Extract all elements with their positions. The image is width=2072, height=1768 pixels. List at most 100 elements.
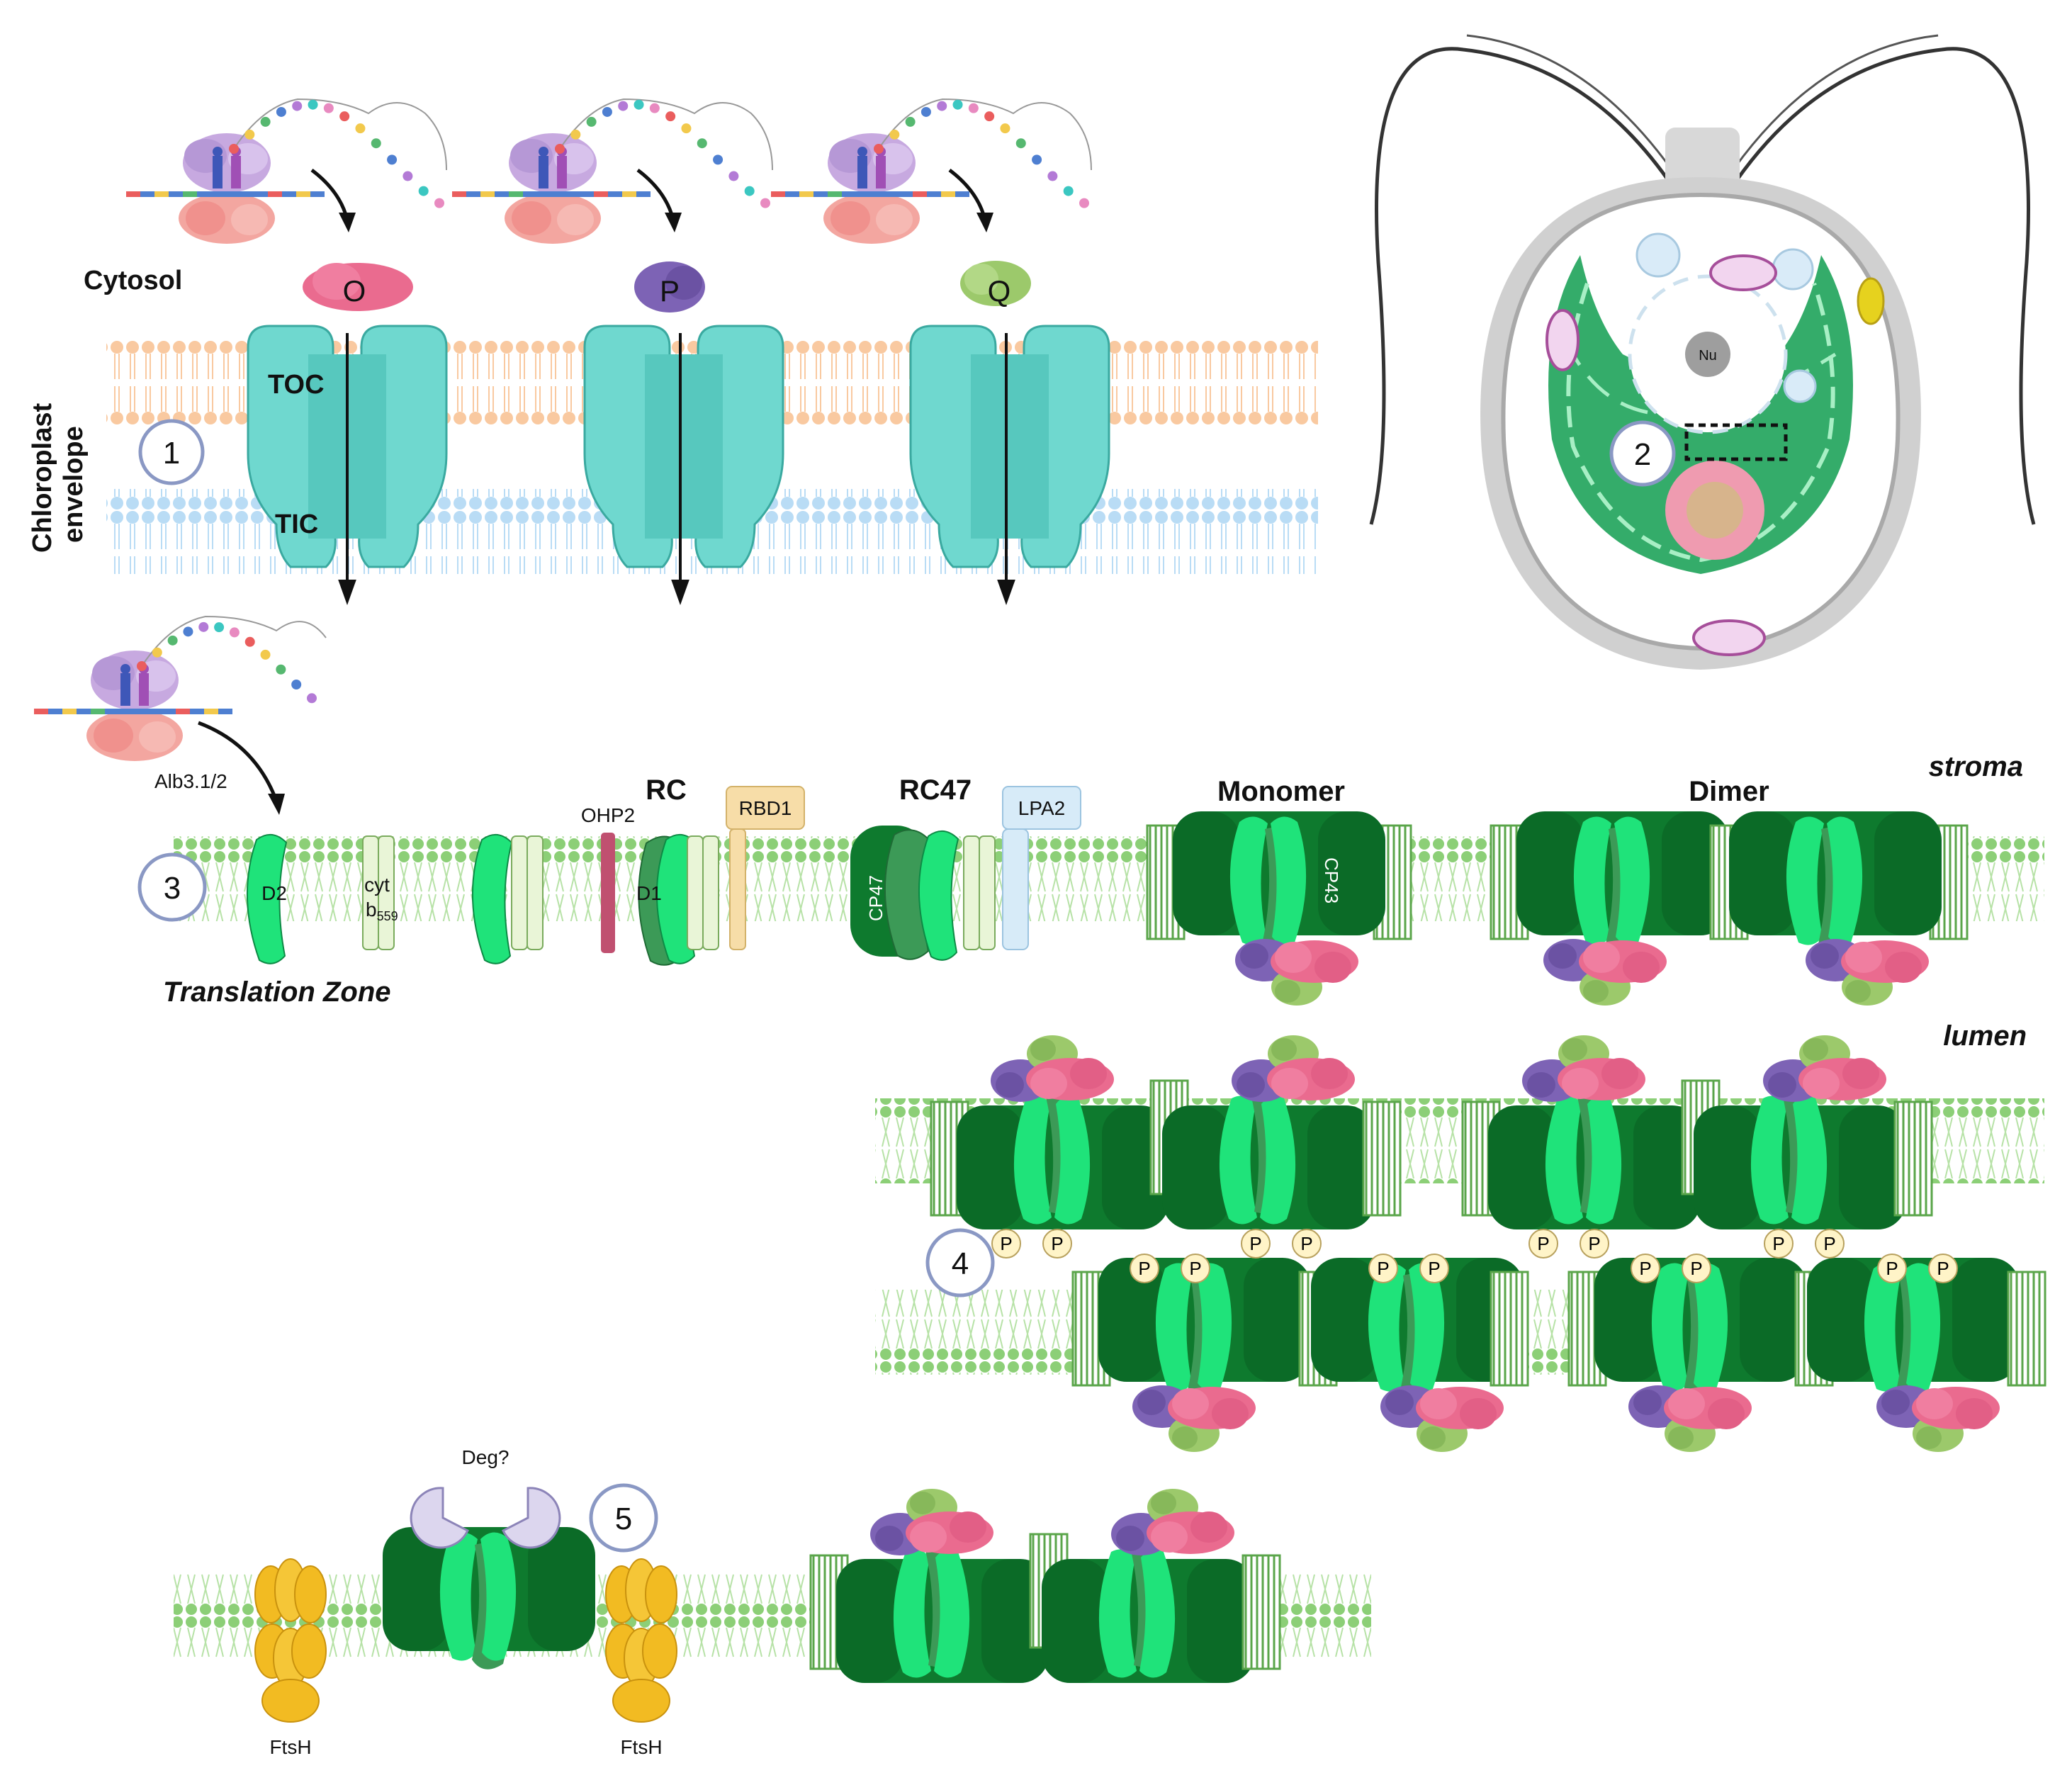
peptide-bead — [586, 116, 597, 127]
peptide-bead — [434, 198, 444, 208]
svg-text:4: 4 — [952, 1246, 969, 1281]
phospho-group-1: P — [991, 1229, 1021, 1259]
precursor-o-label: O — [343, 274, 366, 308]
peptide-bead — [984, 111, 995, 122]
psii-dimer — [1490, 811, 1969, 1006]
monomer-label: Monomer — [1217, 776, 1345, 807]
d2-cyt-b559-complex — [472, 834, 544, 964]
peptide-bead — [183, 626, 193, 637]
peptide-bead — [371, 138, 381, 149]
svg-text:1: 1 — [163, 436, 180, 471]
peptide-bead — [602, 106, 612, 117]
nascent-peptide-chains — [141, 98, 1092, 667]
phospho-label: P — [1937, 1258, 1949, 1279]
peptide-bead — [937, 101, 947, 111]
psii-monomer — [1146, 811, 1412, 1006]
peptide-bead — [260, 649, 271, 660]
phospho-group-6: P — [1580, 1229, 1609, 1259]
phospho-label: P — [1886, 1258, 1898, 1279]
peptide-bead — [920, 106, 931, 117]
step-3-badge: 3 — [137, 852, 207, 922]
peptide-bead — [214, 622, 225, 633]
peptide-bead — [618, 101, 629, 111]
svg-text:2: 2 — [1634, 437, 1651, 472]
phospho-label: P — [1690, 1258, 1702, 1279]
phospho-label: P — [1588, 1233, 1600, 1254]
stroma-label: stroma — [1929, 751, 2023, 782]
rc47-complex — [850, 826, 996, 961]
d2-protein — [247, 834, 288, 964]
deg-label: Deg? — [462, 1446, 509, 1468]
peptide-bead — [198, 621, 209, 632]
peptide-bead — [728, 171, 739, 181]
arrowheads — [268, 213, 993, 815]
phospho-group-12: P — [1419, 1254, 1449, 1283]
lumen-label: lumen — [1943, 1020, 2027, 1052]
cyt-b559 — [362, 835, 395, 950]
peptide-bead — [760, 198, 770, 208]
peptide-bead — [244, 636, 255, 647]
peptide-bead — [292, 101, 303, 111]
peptide-bead — [697, 138, 707, 149]
toc-tic-transporter-3 — [909, 325, 1110, 568]
nucleus-label: Nu — [1699, 348, 1717, 364]
peptide-bead — [905, 116, 916, 127]
ftsh-label-2: FtsH — [620, 1736, 662, 1758]
phospho-label: P — [1377, 1258, 1389, 1279]
phospho-group-16: P — [1928, 1254, 1958, 1283]
phospho-label: P — [1300, 1233, 1312, 1254]
cp47-label: CP47 — [865, 875, 886, 921]
peptide-bead — [308, 99, 318, 110]
d1-label: D1 — [636, 882, 662, 904]
phospho-label: P — [1537, 1233, 1549, 1254]
precursor-p-label: P — [660, 274, 680, 308]
phospho-group-2: P — [1042, 1229, 1072, 1259]
phospho-group-10: P — [1181, 1254, 1210, 1283]
peptide-bead — [276, 664, 286, 675]
peptide-bead — [260, 116, 271, 127]
phospho-label: P — [1138, 1258, 1150, 1279]
peptide-bead — [1079, 198, 1089, 208]
translation-zone-label: Translation Zone — [163, 976, 391, 1008]
cytosol-label: Cytosol — [84, 266, 182, 295]
peptide-bead — [307, 693, 317, 704]
phospho-label: P — [1639, 1258, 1651, 1279]
rc47-label: RC47 — [899, 775, 972, 806]
peptide-bead — [229, 144, 239, 154]
d2-label: D2 — [261, 882, 287, 904]
phospho-group-9: P — [1130, 1254, 1159, 1283]
precursor-q — [960, 261, 1031, 306]
peptide-bead — [570, 129, 581, 140]
step-1-badge: 1 — [138, 419, 205, 485]
phospho-group-14: P — [1682, 1254, 1711, 1283]
precursor-p — [634, 261, 705, 313]
dimer-label: Dimer — [1689, 776, 1769, 807]
ftsh-label-1: FtsH — [269, 1736, 311, 1758]
cytosolic-ribosome-4 — [34, 651, 232, 761]
peptide-beads — [137, 99, 1089, 704]
cyt-b-label: b559 — [366, 899, 398, 923]
phospho-group-13: P — [1631, 1254, 1660, 1283]
step-4-badge: 4 — [925, 1228, 995, 1297]
phospho-label: P — [1189, 1258, 1201, 1279]
rbd1-label: RBD1 — [739, 797, 792, 819]
ftsh-protease-2 — [605, 1558, 677, 1723]
cyt-label: cyt — [364, 874, 390, 896]
cytosolic-ribosome-2 — [452, 133, 651, 244]
phospho-group-7: P — [1764, 1229, 1794, 1259]
chlamydomonas-cell — [1369, 34, 2036, 670]
import-arrows — [338, 333, 1015, 605]
alb-label: Alb3.1/2 — [154, 770, 227, 792]
ohp2-protein — [601, 833, 615, 953]
toc-tic-transporter-2 — [583, 325, 784, 568]
phospho-label: P — [1000, 1233, 1012, 1254]
peptide-bead — [968, 103, 979, 113]
peptide-bead — [323, 103, 334, 113]
peptide-bead — [276, 106, 286, 117]
peptide-bead — [1063, 186, 1074, 196]
lpa2-label: LPA2 — [1018, 797, 1065, 819]
phospho-label: P — [1772, 1233, 1784, 1254]
precursor-q-label: Q — [988, 274, 1011, 308]
